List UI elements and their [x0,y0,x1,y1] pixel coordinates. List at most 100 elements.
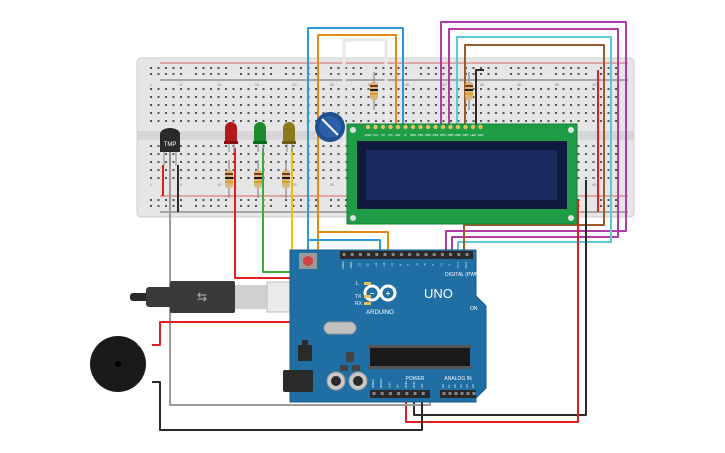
resistor-2[interactable] [254,160,262,198]
lcd-pin[interactable] [403,124,408,130]
lcd-pin[interactable] [463,124,468,130]
breadboard-column-number: 5 [180,183,182,187]
analog-pin[interactable] [454,392,458,395]
lcd-pin[interactable] [455,124,461,130]
lcd-pin-label: LED [478,133,485,137]
tmp36-sensor-icon[interactable]: TMP [160,128,180,166]
digital-pin[interactable] [424,253,428,256]
wire-black-gnd[interactable] [413,180,587,416]
lcd-pin-label: GND [365,133,373,137]
power-pin-label: IOREF [371,379,375,388]
analog-pin[interactable] [442,392,446,395]
lcd-pin[interactable] [470,124,476,130]
lcd-pin[interactable] [365,124,371,130]
breadboard-column-number: 25 [330,183,334,187]
power-pin[interactable] [405,392,409,395]
digital-pin[interactable] [432,253,436,256]
led-yellow[interactable] [282,122,296,152]
svg-text:⇆: ⇆ [197,290,207,304]
wire-blue[interactable] [307,27,404,262]
lcd-pin[interactable] [395,124,401,130]
breadboard-column-number: 60 [593,83,597,87]
digital-pin[interactable] [440,253,444,256]
piezo-buzzer-icon[interactable]: + - [90,336,146,392]
lcd-pin-label: DB6 [455,133,461,137]
power-pin[interactable] [388,392,392,395]
led-green[interactable] [253,122,267,152]
breadboard-column-number: 35 [405,83,409,87]
resistor-4[interactable] [370,72,378,110]
lcd-pin[interactable] [440,124,446,130]
wire-black-buzzer[interactable] [152,381,423,431]
resistor-1[interactable] [225,160,233,198]
lcd-pin-label: RS [388,133,392,137]
lcd-pin[interactable] [433,124,438,130]
digital-pin-label: ~5 [423,263,427,267]
digital-pin[interactable] [375,253,379,256]
wire-black-lcd[interactable] [475,69,484,125]
power-pin[interactable] [421,392,425,395]
lcd-pin[interactable] [373,124,378,130]
svg-text:+: + [386,289,391,298]
analog-label: ANALOG IN [444,376,472,382]
wire-white[interactable] [342,38,388,185]
lcd-pin[interactable] [448,124,453,130]
power-pin-label: 3.3V [387,382,391,388]
digital-pin[interactable] [383,253,387,256]
digital-pin[interactable] [465,253,469,256]
breadboard-column-number: 20 [293,183,297,187]
wire-red-5v[interactable] [405,200,579,423]
analog-pin[interactable] [448,392,452,395]
digital-pin[interactable] [408,253,412,256]
usb-connector-icon[interactable]: ⇆ [130,281,310,313]
analog-pin-label: A0 [441,384,445,388]
digital-pin[interactable] [391,253,395,256]
lcd-pin[interactable] [478,124,483,130]
wire-cyan[interactable] [456,36,612,253]
power-pin[interactable] [397,392,401,395]
power-pin-label: GND [412,381,416,389]
digital-pin[interactable] [449,253,453,256]
resistors[interactable] [225,72,473,198]
power-pin[interactable] [380,392,384,395]
analog-pin[interactable] [466,392,470,395]
power-pin[interactable] [372,392,376,395]
breadboard-column-number: 45 [480,83,484,87]
power-jack[interactable] [283,370,313,392]
leds[interactable] [224,122,296,152]
lcd-pin[interactable] [380,124,386,130]
lcd-pin-label: DB7 [463,133,469,137]
digital-pin-label: 4 [431,264,435,266]
lcd-pin-label: E [404,133,406,137]
digital-pin[interactable] [358,253,362,256]
digital-pin[interactable] [367,253,371,256]
lcd-pin-label: RW [396,133,401,137]
lcd-pin[interactable] [388,124,393,130]
wire-brown[interactable] [463,44,605,253]
wire-purple-2[interactable] [448,28,619,253]
wire-orange[interactable] [317,34,397,260]
lcd-pin[interactable] [425,124,431,130]
digital-pin[interactable] [350,253,354,256]
reset-button[interactable] [303,256,313,266]
power-pin[interactable] [413,392,417,395]
led-red[interactable] [224,122,238,152]
digital-pin[interactable] [416,253,420,256]
resistor-5[interactable] [465,72,473,110]
lcd-pin[interactable] [418,124,423,130]
analog-pin[interactable] [472,392,476,395]
digital-pin-label: 8 [398,264,402,266]
analog-header [440,390,476,398]
analog-pin[interactable] [460,392,464,395]
wire-purple-1[interactable] [440,21,627,253]
digital-pin[interactable] [342,253,346,256]
digital-pin[interactable] [457,253,461,256]
resistor-3[interactable] [282,160,290,198]
breadboard-column-number: 50 [518,83,522,87]
lcd-pin[interactable] [410,124,416,130]
potentiometer-icon[interactable] [315,112,345,142]
digital-pin[interactable] [399,253,403,256]
svg-text:−: − [370,289,375,298]
